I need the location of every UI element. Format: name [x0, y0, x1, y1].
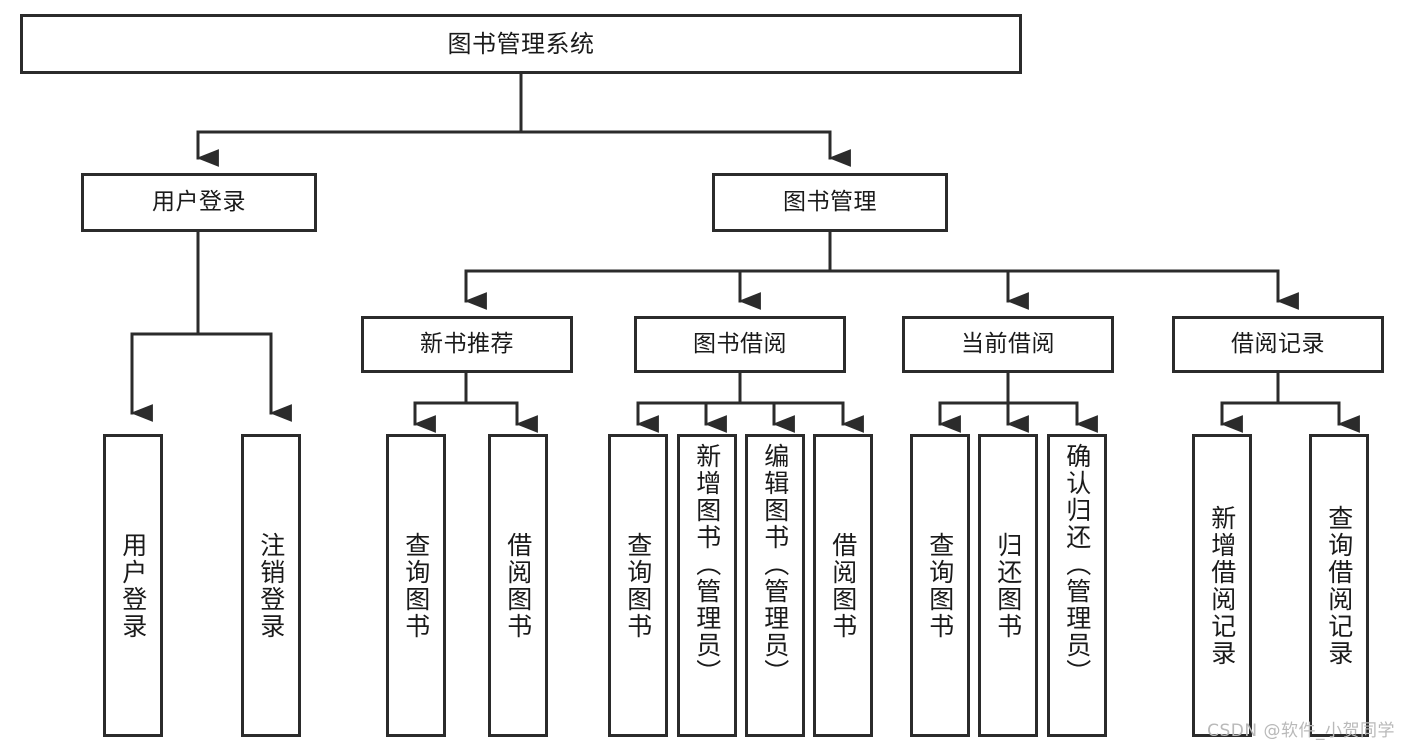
node-leaf-user-login-label: 用户登录	[118, 531, 148, 640]
node-leaf-query-book-3-label: 查询图书	[925, 531, 955, 640]
node-user-login-label: 用户登录	[152, 188, 246, 215]
node-leaf-edit-book[interactable]: 编辑图书（管理员）	[745, 434, 805, 737]
node-leaf-query-record-label: 查询借阅记录	[1324, 504, 1354, 667]
node-book-borrow[interactable]: 图书借阅	[634, 316, 846, 373]
node-leaf-return-book[interactable]: 归还图书	[978, 434, 1038, 737]
node-new-book-recommend[interactable]: 新书推荐	[361, 316, 573, 373]
node-book-manage-label: 图书管理	[783, 188, 877, 215]
node-leaf-confirm-return[interactable]: 确认归还（管理员）	[1047, 434, 1107, 737]
node-leaf-confirm-return-label: 确认归还（管理员）	[1062, 443, 1092, 686]
node-leaf-query-book-1-label: 查询图书	[401, 531, 431, 640]
node-leaf-query-record[interactable]: 查询借阅记录	[1309, 434, 1369, 737]
node-leaf-borrow-book-2[interactable]: 借阅图书	[813, 434, 873, 737]
node-leaf-logout[interactable]: 注销登录	[241, 434, 301, 737]
node-leaf-borrow-book-2-label: 借阅图书	[828, 531, 858, 640]
node-user-login[interactable]: 用户登录	[81, 173, 317, 232]
node-root[interactable]: 图书管理系统	[20, 14, 1022, 74]
node-book-borrow-label: 图书借阅	[693, 330, 787, 357]
node-leaf-query-book-3[interactable]: 查询图书	[910, 434, 970, 737]
node-new-book-recommend-label: 新书推荐	[420, 330, 514, 357]
node-current-borrow[interactable]: 当前借阅	[902, 316, 1114, 373]
node-leaf-borrow-book-1[interactable]: 借阅图书	[488, 434, 548, 737]
node-leaf-add-record[interactable]: 新增借阅记录	[1192, 434, 1252, 737]
node-leaf-add-record-label: 新增借阅记录	[1207, 504, 1237, 667]
node-root-label: 图书管理系统	[447, 29, 595, 58]
node-book-manage[interactable]: 图书管理	[712, 173, 948, 232]
node-leaf-user-login[interactable]: 用户登录	[103, 434, 163, 737]
node-current-borrow-label: 当前借阅	[961, 330, 1055, 357]
node-leaf-borrow-book-1-label: 借阅图书	[503, 531, 533, 640]
node-leaf-edit-book-label: 编辑图书（管理员）	[760, 443, 790, 686]
node-leaf-query-book-2-label: 查询图书	[623, 531, 653, 640]
node-leaf-add-book[interactable]: 新增图书（管理员）	[677, 434, 737, 737]
node-leaf-query-book-1[interactable]: 查询图书	[386, 434, 446, 737]
node-leaf-logout-label: 注销登录	[256, 531, 286, 640]
node-leaf-query-book-2[interactable]: 查询图书	[608, 434, 668, 737]
node-borrow-record[interactable]: 借阅记录	[1172, 316, 1384, 373]
node-borrow-record-label: 借阅记录	[1231, 330, 1325, 357]
node-leaf-add-book-label: 新增图书（管理员）	[692, 443, 722, 686]
node-leaf-return-book-label: 归还图书	[993, 531, 1023, 640]
